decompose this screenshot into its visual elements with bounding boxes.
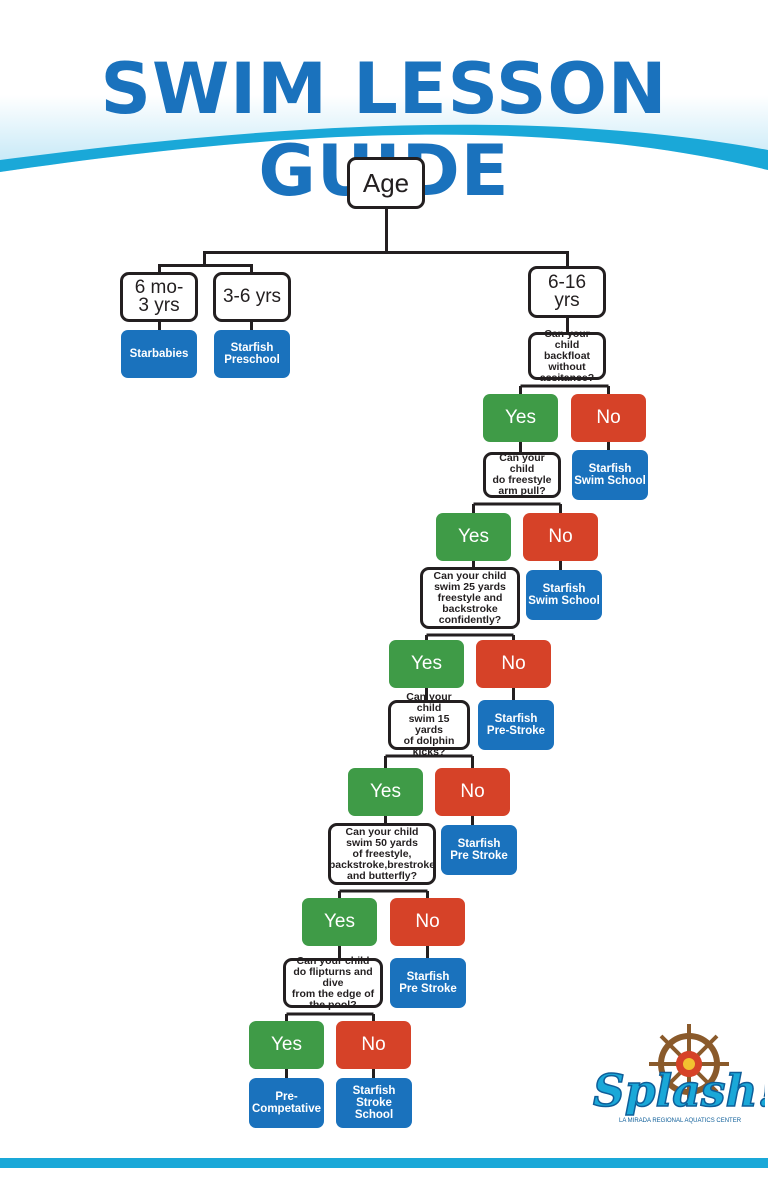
group-3-6yrs: 3-6 yrs bbox=[213, 272, 291, 322]
age-root-box: Age bbox=[347, 157, 425, 209]
yes-box-1: Yes bbox=[483, 394, 558, 442]
no-box-2: No bbox=[523, 513, 598, 561]
no-box-1: No bbox=[571, 394, 646, 442]
no-box-5: No bbox=[390, 898, 465, 946]
no-program-2: Starfish Swim School bbox=[526, 570, 602, 620]
no-program-5: Starfish Pre Stroke bbox=[390, 958, 466, 1008]
question-box-3: Can your child swim 25 yards freestyle a… bbox=[420, 567, 520, 629]
yes-box-5: Yes bbox=[302, 898, 377, 946]
ship-wheel-icon bbox=[649, 1024, 729, 1104]
no-box-3: No bbox=[476, 640, 551, 688]
group-6-16yrs: 6-16 yrs bbox=[528, 266, 606, 318]
question-box-4: Can your child swim 15 yards of dolphin … bbox=[388, 692, 470, 758]
question-box-1: Can your child backfloat without assitan… bbox=[528, 328, 606, 383]
group-6mo-3yrs: 6 mo- 3 yrs bbox=[120, 272, 198, 322]
splash-logo: Splash! LA MIRADA REGIONAL AQUATICS CENT… bbox=[592, 1024, 765, 1124]
question-box-5: Can your child swim 50 yards of freestyl… bbox=[328, 823, 436, 885]
no-program-3: Starfish Pre-Stroke bbox=[478, 700, 554, 750]
no-box-4: No bbox=[435, 768, 510, 816]
logo-text: Splash! bbox=[593, 1066, 765, 1117]
bottom-bar bbox=[0, 1158, 768, 1168]
age-root-label: Age bbox=[362, 167, 410, 198]
header-wave bbox=[0, 95, 768, 172]
no-program-1: Starfish Swim School bbox=[572, 450, 648, 500]
yes-box-4: Yes bbox=[348, 768, 423, 816]
question-box-6: Can your child do flipturns and dive fro… bbox=[283, 955, 383, 1010]
yes-box-6: Yes bbox=[249, 1021, 324, 1069]
program-pre-competative: Pre- Competative bbox=[249, 1078, 324, 1128]
program-starfish-preschool: Starfish Preschool bbox=[214, 330, 290, 378]
program-starbabies: Starbabies bbox=[121, 330, 197, 378]
no-program-6: Starfish Stroke School bbox=[336, 1078, 412, 1128]
yes-box-2: Yes bbox=[436, 513, 511, 561]
no-box-6: No bbox=[336, 1021, 411, 1069]
question-box-2: Can your child do freestyle arm pull? bbox=[483, 452, 561, 498]
no-program-4: Starfish Pre Stroke bbox=[441, 825, 517, 875]
logo-subtitle: LA MIRADA REGIONAL AQUATICS CENTER bbox=[619, 1118, 742, 1124]
yes-box-3: Yes bbox=[389, 640, 464, 688]
